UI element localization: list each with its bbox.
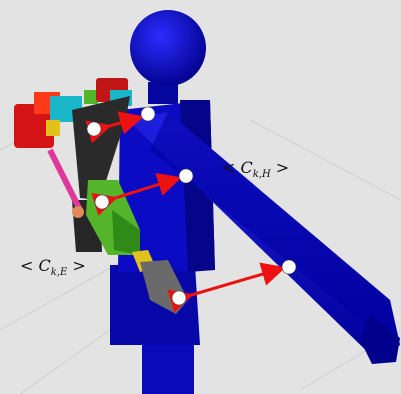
exo-pink-rod bbox=[47, 148, 83, 212]
distance-arrows bbox=[85, 111, 286, 313]
marker-exo-elbow bbox=[94, 194, 110, 210]
marker-exo-wrist bbox=[171, 290, 187, 306]
human-arm-shade bbox=[150, 112, 400, 345]
label-exo-distance: < Ck,E > bbox=[20, 256, 86, 278]
marker-human-wrist bbox=[281, 259, 297, 275]
exo-pink-joint bbox=[72, 206, 84, 218]
exo-green-shade bbox=[112, 210, 140, 255]
marker-exo-shoulder bbox=[86, 121, 102, 137]
arrow-elbow bbox=[91, 172, 182, 216]
exo-yellow-module bbox=[46, 120, 60, 136]
marker-human-elbow bbox=[178, 168, 194, 184]
human-neck bbox=[148, 82, 178, 104]
arrow-wrist bbox=[167, 262, 286, 313]
human-head bbox=[130, 10, 206, 86]
marker-human-shoulder bbox=[140, 106, 156, 122]
exo-red-module bbox=[14, 104, 54, 148]
arrow-shoulder bbox=[85, 111, 144, 144]
human-hand bbox=[360, 315, 400, 364]
contact-markers bbox=[86, 106, 297, 306]
exo-green-small bbox=[84, 90, 98, 104]
label-human-distance: < Ck,H > bbox=[222, 158, 290, 180]
